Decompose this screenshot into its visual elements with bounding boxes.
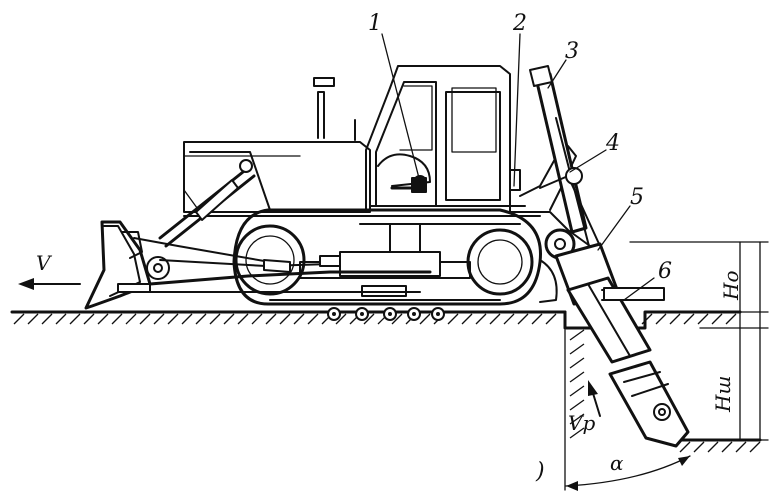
ground-hatch <box>569 357 585 369</box>
ground-hatch <box>125 313 137 325</box>
ground-hatch <box>41 313 53 325</box>
ground-hatch <box>237 313 249 325</box>
ground-hatch <box>139 313 151 325</box>
ground-hatch <box>13 313 25 325</box>
ground-hatch <box>363 313 375 325</box>
ground-hatch <box>683 313 695 325</box>
ground-hatch <box>167 313 179 325</box>
ground-hatch <box>265 313 277 325</box>
ground-surface <box>10 310 762 453</box>
ground-hatch <box>569 343 585 355</box>
ground-hatch <box>569 371 585 383</box>
velocity-arrow <box>18 278 81 290</box>
ground-hatch <box>489 313 501 325</box>
callout-1: 1 <box>368 11 382 36</box>
ground-hatch <box>655 313 667 325</box>
ground-hatch <box>531 313 543 325</box>
track-roller-hub <box>388 312 392 316</box>
ground-hatch <box>153 313 165 325</box>
ground-hatch <box>545 313 557 325</box>
ground-hatch <box>707 441 719 453</box>
ground-hatch <box>279 313 291 325</box>
ground-hatch <box>223 313 235 325</box>
ground-hatch <box>419 313 431 325</box>
ground-hatch <box>569 329 585 341</box>
ground-hatch <box>725 313 737 325</box>
ground-hatch <box>293 313 305 325</box>
ground-hatch <box>735 441 747 453</box>
ground-hatch <box>517 313 529 325</box>
ground-hatch <box>679 441 691 453</box>
track-roller-hub <box>436 312 440 316</box>
ground-hatch <box>111 313 123 325</box>
callout-4: 4 <box>605 131 620 156</box>
callout-2: 2 <box>512 11 527 36</box>
ground-hatch <box>721 441 733 453</box>
track-roller-hub <box>412 312 416 316</box>
ground-hatch <box>83 313 95 325</box>
ground-hatch <box>461 313 473 325</box>
velocity-label: V <box>36 251 53 275</box>
callout-6: 6 <box>658 259 672 284</box>
ground-hatch <box>97 313 109 325</box>
ground-hatch <box>335 313 347 325</box>
dozer-blade <box>84 159 432 310</box>
dimension-lines <box>564 241 769 491</box>
callout-5: 5 <box>630 185 644 210</box>
tractor-body <box>183 65 541 225</box>
ground-hatch <box>209 313 221 325</box>
ground-hatch <box>749 441 761 453</box>
depth-working-label: Hш <box>711 376 735 413</box>
callout-3: 3 <box>565 39 579 64</box>
bracket-mark: ) <box>535 459 545 484</box>
ground-hatch <box>55 313 67 325</box>
ground-hatch <box>181 313 193 325</box>
ground-hatch <box>669 313 681 325</box>
ground-hatch <box>569 385 585 397</box>
ground-hatch <box>251 313 263 325</box>
ground-hatch <box>391 313 403 325</box>
ground-hatch <box>697 313 709 325</box>
ground-hatch <box>711 313 723 325</box>
ripping-velocity-arrow <box>588 380 601 417</box>
ground-hatch <box>195 313 207 325</box>
ground-hatch <box>569 413 585 425</box>
ground-hatch <box>693 441 705 453</box>
ground-hatch <box>475 313 487 325</box>
angle-label: α <box>610 451 624 475</box>
callout-leaders <box>381 33 655 301</box>
ground-hatch <box>641 313 653 325</box>
track-roller-hub <box>332 312 336 316</box>
ground-hatch <box>569 427 585 439</box>
ground-hatch <box>503 313 515 325</box>
ground-hatch <box>27 313 39 325</box>
depth-initial-label: Ho <box>719 271 743 301</box>
ground-hatch <box>569 399 585 411</box>
ripping-velocity-label: Vp <box>568 411 595 435</box>
ground-hatch <box>447 313 459 325</box>
ground-hatch <box>307 313 319 325</box>
ground-hatch <box>69 313 81 325</box>
ripper-assembly <box>509 65 690 448</box>
track-roller-hub <box>360 312 364 316</box>
